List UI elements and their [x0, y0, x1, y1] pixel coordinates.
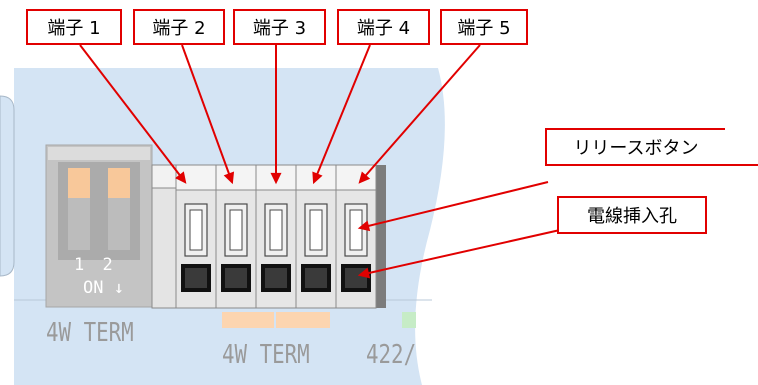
arrowhead-2: [223, 171, 235, 185]
terminal-label-3: 端子 3: [233, 9, 326, 45]
release-button-label: リリースボタン: [545, 128, 725, 166]
device-text-term-a: 4W TERM: [46, 318, 134, 348]
terminal-cell-2: [215, 164, 257, 309]
terminal-label-2: 端子 2: [133, 9, 225, 45]
arrowhead-6: [357, 220, 371, 232]
terminal-cell-4: [295, 164, 337, 309]
arrowhead-1: [175, 171, 187, 184]
leader-line-6: [359, 181, 549, 229]
dip-switch-knob-1: [68, 168, 90, 198]
leader-line-5: [359, 44, 481, 183]
terminal-label-5: 端子 5: [440, 9, 528, 45]
terminal-cell-5: [335, 164, 377, 309]
device-text-term-b: 4W TERM: [222, 340, 310, 370]
device-text-term-c: 422/: [366, 340, 417, 370]
dip-switch-panel: [45, 144, 153, 308]
contact-pad-1: [222, 312, 274, 328]
contact-pad-2: [276, 312, 330, 328]
terminal-cell-1: [175, 164, 217, 309]
terminal-cell-3: [255, 164, 297, 309]
leader-line-4: [313, 44, 371, 183]
arrowhead-3: [270, 172, 282, 185]
leader-line-1: [79, 44, 186, 183]
dip-switch-on-label: ON ↓: [83, 278, 124, 298]
arrowhead-4: [312, 171, 323, 185]
terminal-label-4: 端子 4: [337, 9, 430, 45]
arrowhead-7: [357, 267, 371, 279]
leader-line-2: [181, 44, 233, 183]
wire-hole-label: 電線挿入孔: [557, 196, 707, 234]
arrowhead-5: [358, 171, 371, 184]
dip-switch-numbers: 1 2: [74, 255, 117, 275]
leader-line-7: [359, 229, 561, 276]
led-indicator: [402, 312, 416, 328]
terminal-label-1: 端子 1: [26, 9, 122, 45]
dip-switch-knob-2: [108, 168, 130, 198]
